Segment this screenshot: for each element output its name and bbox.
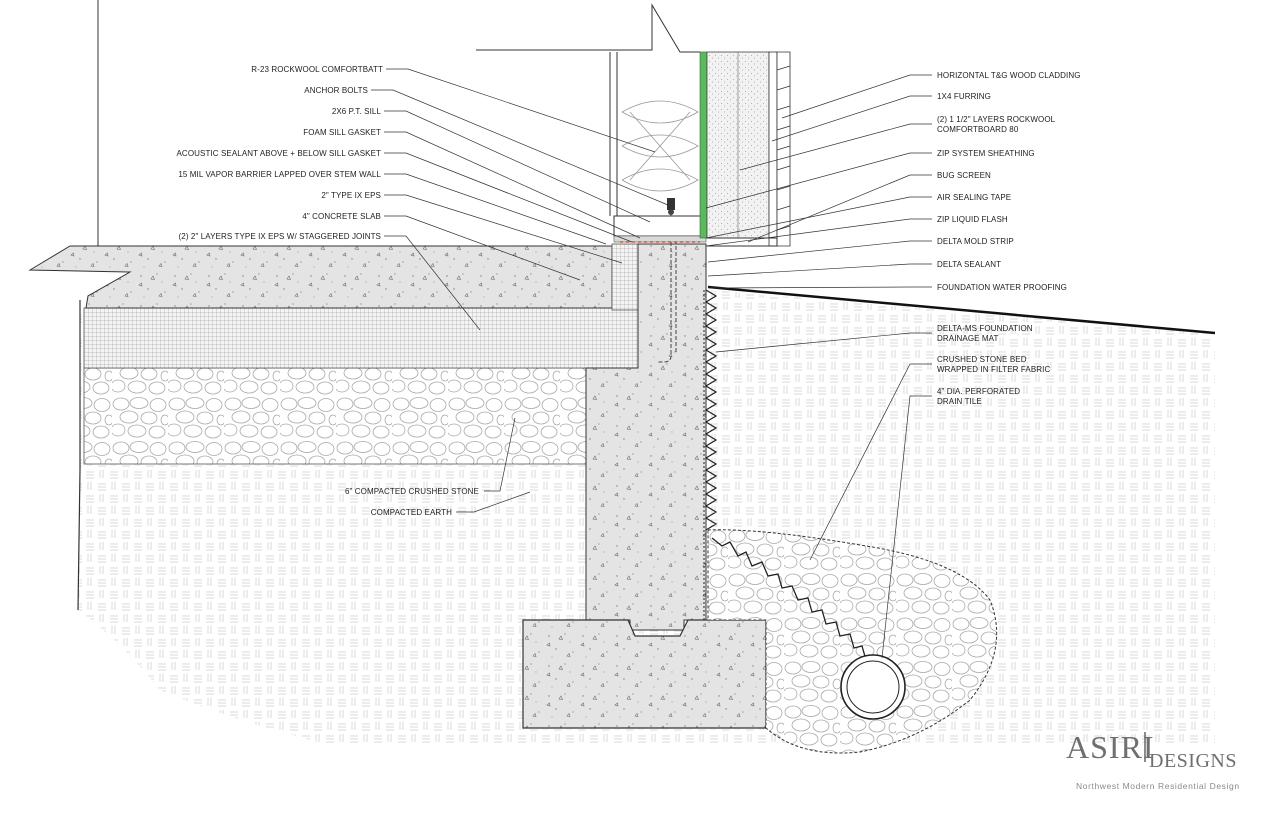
- asiri-designs-logo: ASIRI DESIGNS Northwest Modern Residenti…: [1066, 729, 1240, 791]
- eps-insulation-layer: [83, 307, 639, 369]
- sill-gasket: [613, 235, 707, 243]
- anchor-bolt: [658, 206, 672, 363]
- logo-brand: ASIRI: [1066, 729, 1155, 765]
- label-delta-sealant: DELTA SEALANT: [937, 260, 1001, 269]
- label-stone-bed-line1: CRUSHED STONE BED: [937, 355, 1027, 364]
- excavation-line: [77, 300, 81, 611]
- label-furring: 1X4 FURRING: [937, 92, 991, 101]
- logo-tagline: Northwest Modern Residential Design: [1076, 781, 1240, 791]
- break-line: [476, 3, 700, 53]
- label-crushed-stone: 6" COMPACTED CRUSHED STONE: [345, 487, 479, 496]
- label-eps-layers: (2) 2" LAYERS TYPE IX EPS W/ STAGGERED J…: [179, 232, 382, 241]
- label-vapor-barrier: 15 MIL VAPOR BARRIER LAPPED OVER STEM WA…: [178, 170, 381, 179]
- label-wood-cladding: HORIZONTAL T&G WOOD CLADDING: [937, 71, 1081, 80]
- label-type-ix-eps: 2" TYPE IX EPS: [321, 191, 381, 200]
- label-stone-bed-line2: WRAPPED IN FILTER FABRIC: [937, 365, 1050, 374]
- label-zip-liquid-flash: ZIP LIQUID FLASH: [937, 215, 1008, 224]
- pt-sill-plate: [613, 215, 707, 237]
- label-compacted-earth: COMPACTED EARTH: [371, 508, 452, 517]
- label-drain-tile-line1: 4" DIA. PERFORATED: [937, 387, 1020, 396]
- label-pt-sill: 2X6 P.T. SILL: [332, 107, 382, 116]
- wall-studs: [609, 52, 618, 216]
- right-callouts: HORIZONTAL T&G WOOD CLADDING 1X4 FURRING…: [937, 71, 1081, 406]
- footing: [522, 619, 767, 729]
- label-bug-screen: BUG SCREEN: [937, 171, 991, 180]
- label-drainage-mat-line1: DELTA-MS FOUNDATION: [937, 324, 1033, 333]
- drain-tile: [840, 654, 906, 720]
- label-comfortboard-line1: (2) 1 1/2" LAYERS ROCKWOOL: [937, 115, 1056, 124]
- label-acoustic-sealant: ACOUSTIC SEALANT ABOVE + BELOW SILL GASK…: [177, 149, 382, 158]
- label-concrete-slab: 4" CONCRETE SLAB: [302, 212, 381, 221]
- wood-cladding: [776, 51, 791, 247]
- zip-sheathing: [699, 51, 708, 239]
- left-callouts: R-23 ROCKWOOL COMFORTBATT ANCHOR BOLTS 2…: [177, 65, 479, 517]
- slab-edge-eps: [611, 243, 639, 311]
- label-foundation-waterproofing: FOUNDATION WATER PROOFING: [937, 283, 1067, 292]
- label-drainage-mat-line2: DRAINAGE MAT: [937, 334, 999, 343]
- furring-strip: [768, 51, 778, 247]
- concrete-slab: [28, 245, 613, 309]
- finish-grade-line: [707, 285, 1216, 335]
- label-anchor-bolts: ANCHOR BOLTS: [304, 86, 368, 95]
- logo-brand-suffix: DESIGNS: [1149, 750, 1237, 772]
- rockwool-batt: [621, 100, 699, 192]
- label-comfortboard-line2: COMFORTBOARD 80: [937, 125, 1019, 134]
- label-drain-tile-line2: DRAIN TILE: [937, 397, 982, 406]
- leader-lines: [371, 68, 932, 659]
- drainage-mat: [704, 289, 718, 531]
- label-rockwool-batt: R-23 ROCKWOOL COMFORTBATT: [251, 65, 383, 74]
- filter-fabric: [711, 537, 867, 661]
- label-delta-mold-strip: DELTA MOLD STRIP: [937, 237, 1014, 246]
- bug-screen: [707, 237, 778, 247]
- label-zip-sheathing: ZIP SYSTEM SHEATHING: [937, 149, 1035, 158]
- label-foam-sill-gasket: FOAM SILL GASKET: [303, 128, 381, 137]
- label-air-sealing-tape: AIR SEALING TAPE: [937, 193, 1011, 202]
- crushed-stone-layer: [83, 367, 587, 465]
